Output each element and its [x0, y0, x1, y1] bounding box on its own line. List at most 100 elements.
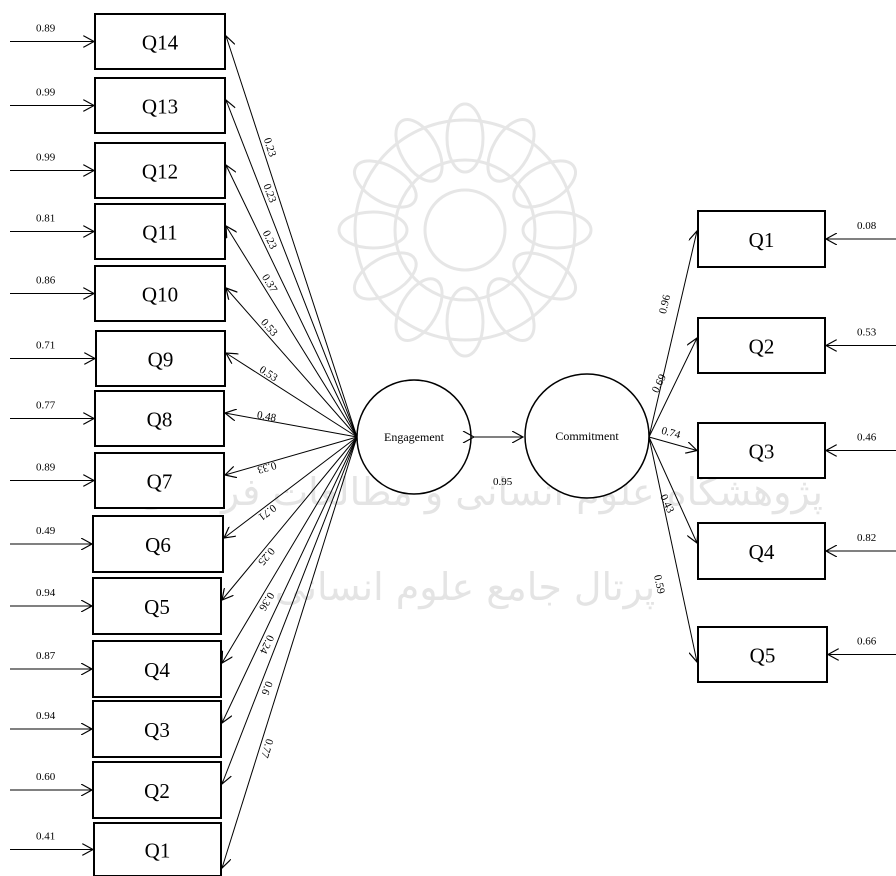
error-value: 0.77 [36, 400, 56, 412]
commitment-indicator: Q5 [697, 626, 828, 683]
loading-value: 0.74 [660, 425, 682, 442]
watermark-text-line2: پرتال جامع علوم انسانی [275, 565, 655, 610]
loading-value: 0.96 [657, 293, 673, 315]
watermark-emblem: پژوهشگاه علوم انسانی و مطالعات فرهنگی پر… [137, 102, 823, 610]
commitment-label: Commitment [555, 429, 619, 443]
loading-arrow [648, 436, 697, 451]
error-value: 0.99 [36, 152, 56, 164]
engagement-indicator: Q7 [94, 452, 225, 509]
indicator-label: Q9 [148, 348, 174, 372]
indicator-box [94, 452, 225, 509]
engagement-indicator: Q12 [94, 142, 226, 199]
engagement-indicator: Q2 [92, 761, 222, 819]
loading-value: 0.77 [258, 737, 275, 759]
indicator-box [697, 522, 826, 580]
indicator-box [92, 577, 222, 635]
loading-arrow [222, 436, 358, 784]
indicator-label: Q4 [144, 658, 170, 682]
indicator-box [92, 761, 222, 819]
indicator-box [94, 13, 226, 70]
indicator-box [94, 77, 226, 134]
engagement-indicator: Q9 [95, 330, 226, 387]
loading-arrow [648, 231, 697, 438]
loading-value: 0.53 [258, 317, 280, 340]
commitment-indicator: Q4 [697, 522, 826, 580]
indicator-box [92, 640, 222, 698]
error-value: 0.71 [36, 340, 55, 352]
loading-arrow [222, 436, 358, 723]
error-value: 0.41 [36, 831, 55, 843]
error-value: 0.53 [857, 327, 877, 339]
indicator-label: Q5 [750, 644, 776, 668]
indicator-box [94, 265, 226, 322]
indicator-box [95, 330, 226, 387]
indicator-label: Q13 [142, 95, 178, 119]
error-value: 0.94 [36, 587, 56, 599]
indicator-box [697, 317, 826, 374]
engagement-label: Engagement [384, 430, 445, 444]
error-value: 0.89 [36, 23, 56, 35]
indicator-box [697, 210, 826, 268]
loading-arrow [648, 436, 697, 662]
loading-value: 0.59 [651, 574, 667, 596]
loading-arrow [226, 100, 358, 438]
factor-correlation-value: 0.95 [493, 476, 513, 488]
engagement-indicator: Q4 [92, 640, 222, 698]
loading-arrow [222, 436, 358, 600]
indicator-label: Q2 [749, 335, 775, 359]
indicator-label: Q1 [749, 228, 775, 252]
loading-arrow [225, 436, 358, 475]
indicator-box [94, 203, 226, 260]
commitment-factor: Commitment [524, 373, 650, 499]
indicator-box [92, 700, 222, 758]
indicator-label: Q6 [145, 533, 171, 557]
indicator-label: Q5 [144, 595, 170, 619]
loading-value: 0.23 [260, 182, 278, 205]
engagement-indicator: Q3 [92, 700, 222, 758]
indicator-box [697, 626, 828, 683]
engagement-indicator: Q1 [93, 822, 222, 876]
indicator-label: Q8 [147, 408, 173, 432]
indicator-label: Q1 [145, 839, 171, 863]
error-value: 0.89 [36, 462, 56, 474]
loading-value: 0.69 [650, 372, 670, 395]
loading-arrow [226, 226, 358, 438]
indicator-box [93, 822, 222, 876]
indicator-label: Q2 [144, 779, 170, 803]
indicator-box [94, 390, 225, 447]
error-value: 0.82 [857, 532, 876, 544]
engagement-indicator: Q8 [94, 390, 225, 447]
engagement-indicator: Q5 [92, 577, 222, 635]
error-value: 0.87 [36, 650, 56, 662]
loading-arrow [222, 436, 358, 868]
error-value: 0.94 [36, 710, 56, 722]
loading-arrow [648, 436, 697, 543]
indicator-box [94, 142, 226, 199]
loading-arrow [226, 353, 358, 438]
loading-value: 0.25 [255, 545, 277, 568]
loading-arrow [226, 165, 358, 438]
engagement-indicator: Q13 [94, 77, 226, 134]
indicator-label: Q12 [142, 160, 178, 184]
loading-value: 0.33 [255, 459, 277, 476]
loading-value: 0.53 [257, 364, 280, 385]
error-value: 0.60 [36, 771, 56, 783]
indicator-label: Q4 [749, 540, 775, 564]
loading-arrow [226, 36, 358, 438]
indicator-label: Q10 [142, 283, 178, 307]
loading-value: 0.6 [258, 679, 274, 697]
indicator-label: Q3 [144, 718, 170, 742]
engagement-factor: Engagement [356, 379, 472, 495]
loading-arrow [222, 436, 358, 663]
engagement-indicator: Q11 [94, 203, 226, 260]
error-value: 0.08 [857, 220, 877, 232]
loading-arrow [225, 413, 358, 438]
loading-arrow [226, 288, 358, 438]
indicator-label: Q3 [749, 440, 775, 464]
error-value: 0.66 [857, 636, 877, 648]
error-value: 0.86 [36, 275, 56, 287]
indicator-box [92, 515, 224, 573]
commitment-indicator: Q3 [697, 422, 826, 479]
error-value: 0.46 [857, 432, 877, 444]
